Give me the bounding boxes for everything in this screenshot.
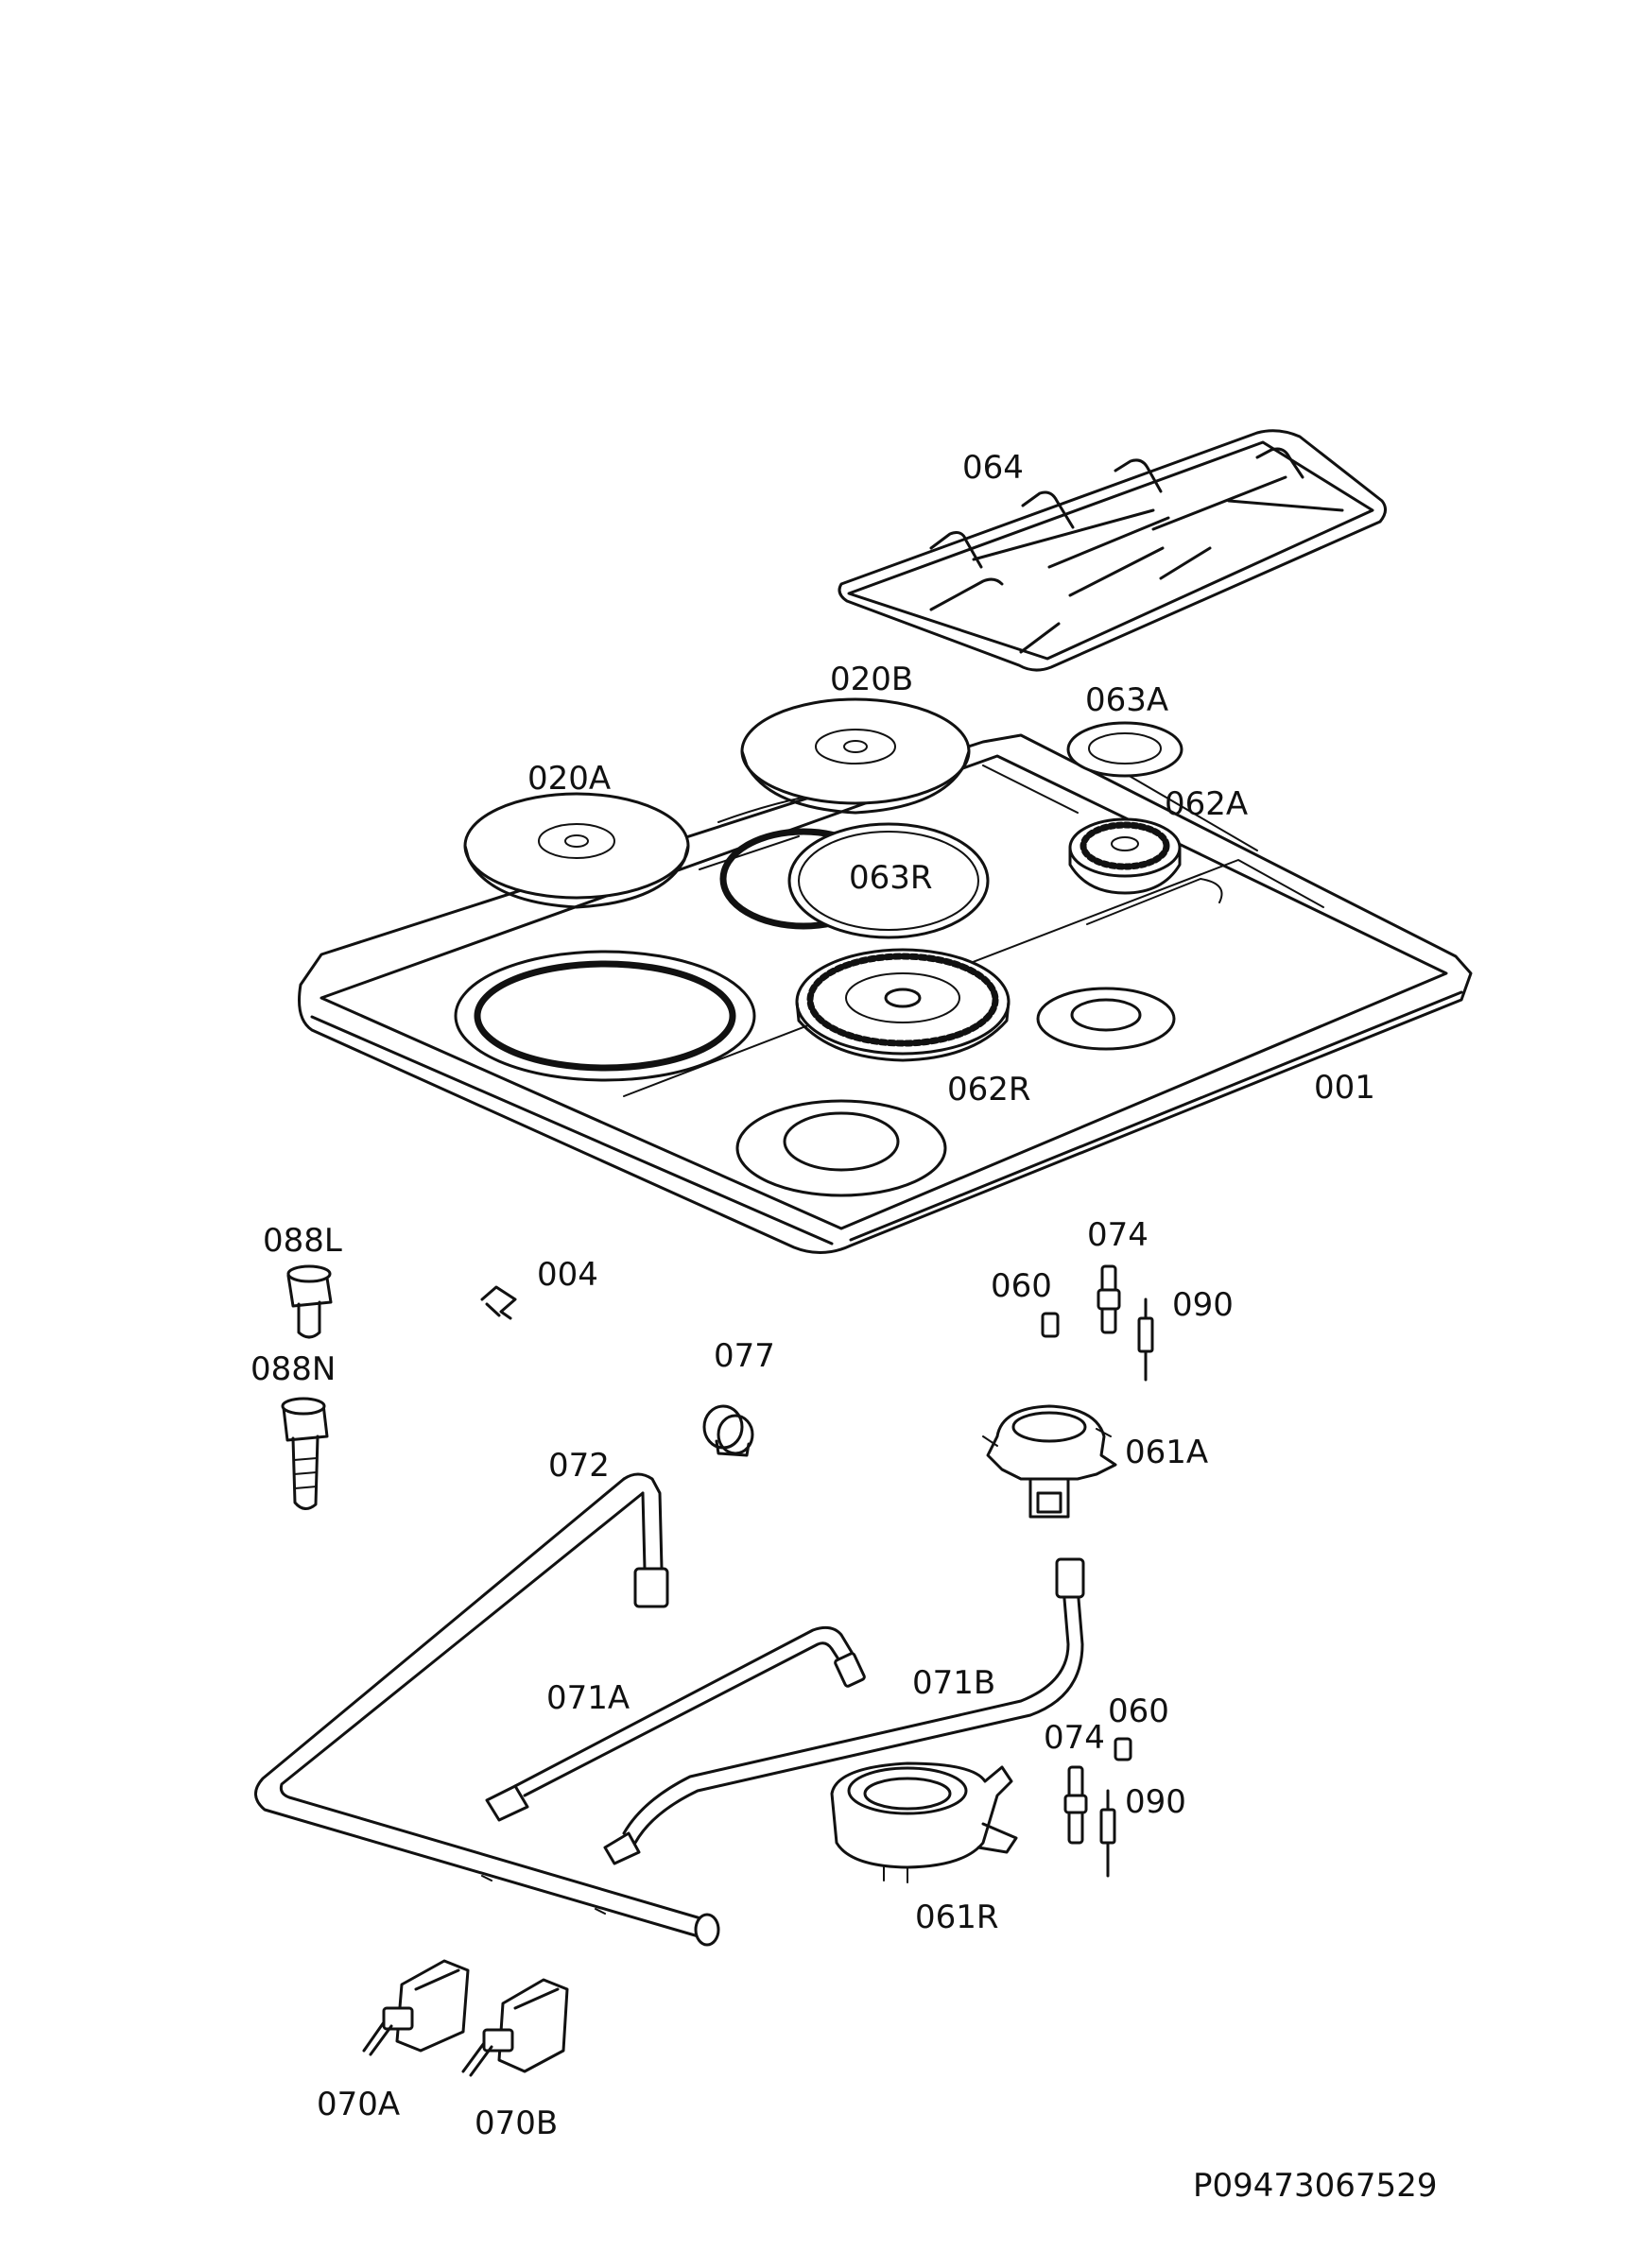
injector-060-lower	[1114, 1737, 1132, 1761]
part-label-090-upper: 090	[1172, 1286, 1234, 1324]
hotplate-ring-front-left	[474, 960, 736, 1072]
gas-pipe-071B	[603, 1557, 1085, 1865]
part-label-020A: 020A	[527, 760, 611, 798]
part-label-070B: 070B	[475, 2105, 558, 2142]
spark-electrode-090-lower	[1099, 1789, 1116, 1878]
gas-pipe-071A	[485, 1625, 866, 1822]
part-label-070A: 070A	[317, 2086, 400, 2123]
part-label-063R: 063R	[849, 859, 933, 897]
gas-manifold-pipe-072	[254, 1472, 720, 1947]
part-label-077: 077	[714, 1337, 775, 1375]
part-label-061A: 061A	[1125, 1434, 1208, 1471]
part-label-020B: 020B	[830, 661, 913, 698]
part-label-063A: 063A	[1085, 681, 1168, 719]
part-label-090-lower: 090	[1125, 1783, 1186, 1821]
nozzle-088L	[286, 1264, 333, 1339]
clip-004	[480, 1285, 517, 1320]
hotplate-well-front-left	[454, 950, 756, 1082]
burner-cap-063A	[1066, 721, 1183, 778]
burner-cap-063R	[787, 822, 990, 939]
part-label-074-upper: 074	[1087, 1216, 1149, 1254]
pan-support-grid-064	[838, 429, 1387, 672]
document-code: P09473067529	[1193, 2167, 1437, 2205]
hotplate-020A	[463, 792, 690, 909]
injector-060-upper	[1041, 1312, 1060, 1338]
part-label-071B: 071B	[912, 1664, 995, 1702]
burner-well-front	[735, 1099, 947, 1197]
burner-seat-right	[1070, 998, 1142, 1032]
burner-well-right	[1036, 987, 1176, 1051]
part-label-061R: 061R	[915, 1899, 999, 1936]
spark-electrode-090-upper	[1137, 1297, 1154, 1382]
pipe-clamp-077	[702, 1404, 754, 1457]
burner-body-061A	[982, 1404, 1117, 1519]
part-label-004: 004	[537, 1256, 598, 1294]
burner-crown-062R	[795, 948, 1011, 1062]
part-label-062R: 062R	[947, 1071, 1031, 1108]
thermocouple-074-lower	[1063, 1765, 1088, 1845]
burner-body-061R	[830, 1761, 1018, 1883]
part-label-088N: 088N	[250, 1350, 336, 1388]
thermocouple-074-upper	[1097, 1264, 1121, 1334]
part-label-064: 064	[962, 449, 1024, 487]
part-label-062A: 062A	[1165, 785, 1248, 823]
part-label-072: 072	[548, 1447, 610, 1485]
gas-tap-070B	[461, 1978, 569, 2077]
part-label-060-upper: 060	[991, 1267, 1052, 1305]
burner-seat-front	[783, 1111, 900, 1172]
part-label-001: 001	[1314, 1069, 1375, 1107]
gas-tap-070A	[362, 1959, 470, 2056]
part-label-071A: 071A	[546, 1679, 630, 1717]
part-label-074-lower: 074	[1044, 1719, 1105, 1757]
hotplate-020B	[740, 697, 971, 815]
nozzle-088N	[281, 1397, 329, 1510]
burner-crown-062A	[1068, 817, 1182, 895]
part-label-060-lower: 060	[1108, 1692, 1169, 1730]
part-label-088L: 088L	[263, 1222, 342, 1260]
